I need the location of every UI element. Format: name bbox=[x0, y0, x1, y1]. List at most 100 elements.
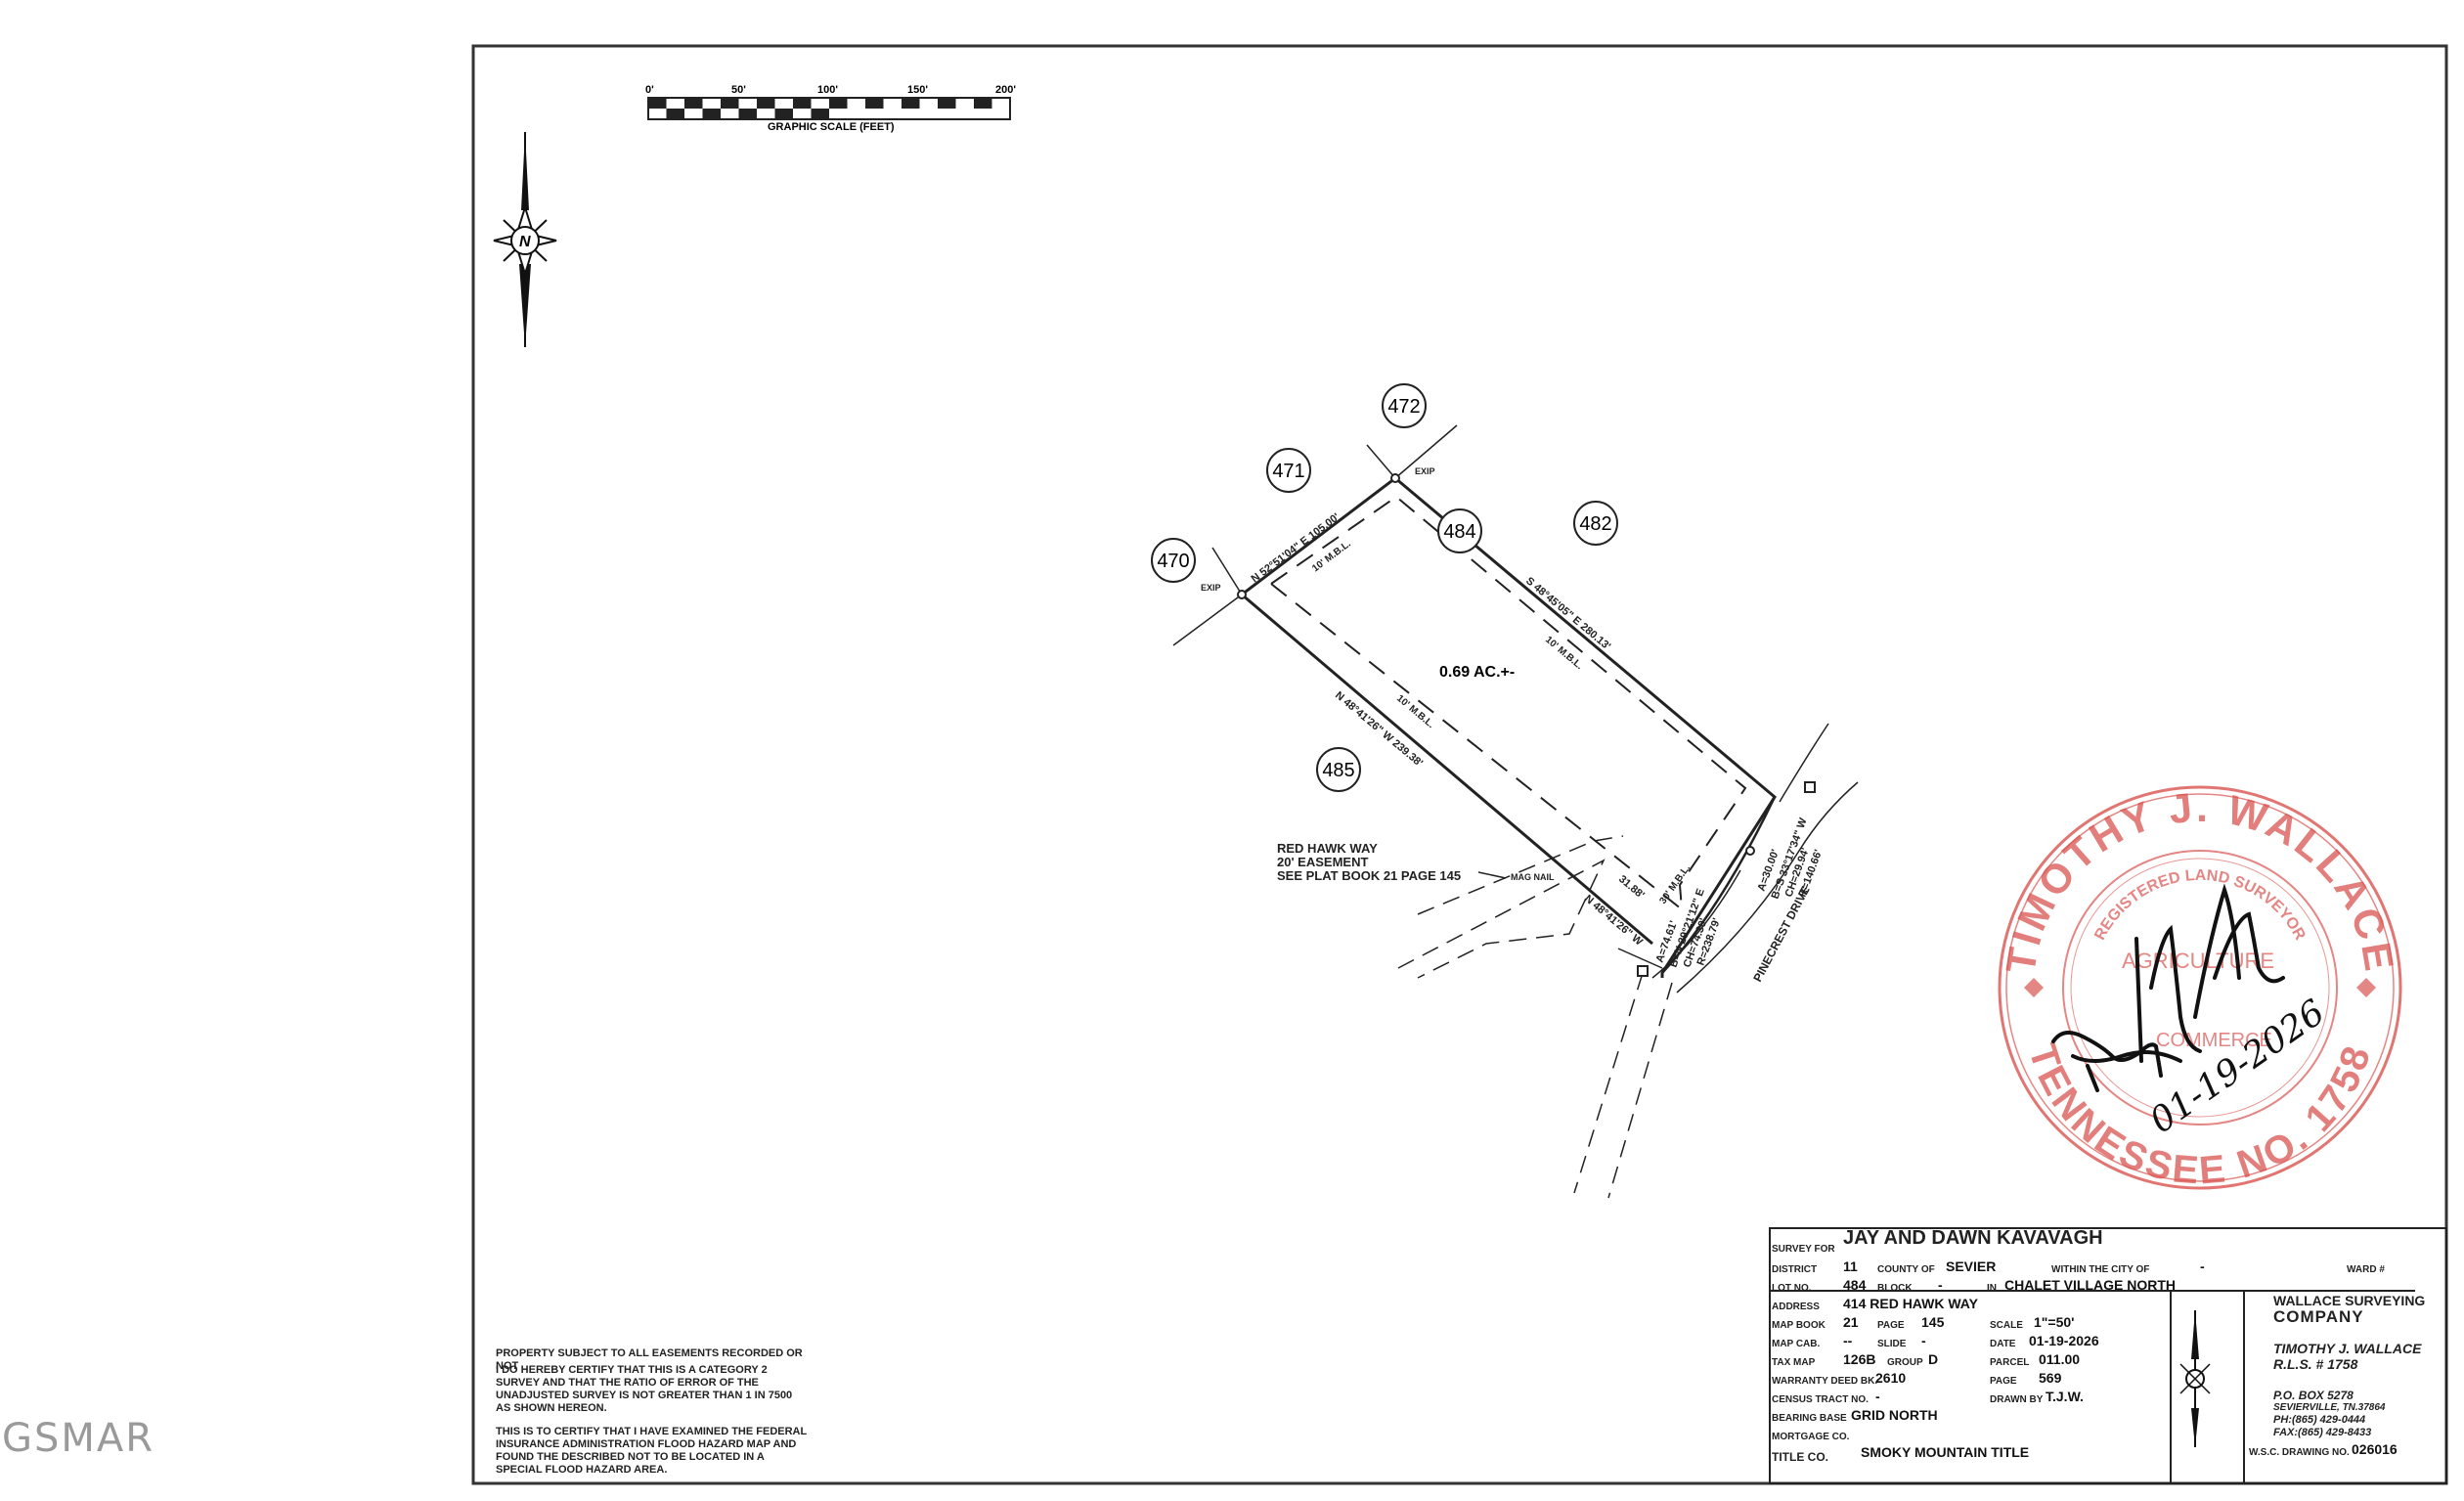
lot-471: 471 bbox=[1272, 461, 1304, 482]
date-label: DATE bbox=[1990, 1339, 2016, 1349]
mag-nail-label: MAG NAIL bbox=[1511, 872, 1555, 882]
title-co-value: SMOKY MOUNTAIN TITLE bbox=[1861, 1444, 2030, 1460]
scale-caption: GRAPHIC SCALE (FEET) bbox=[768, 121, 895, 133]
group-value: D bbox=[1928, 1351, 1939, 1367]
exp-label-2: EXIP bbox=[1415, 466, 1435, 476]
slide-label: SLIDE bbox=[1877, 1339, 1907, 1349]
easement-line-1: RED HAWK WAY bbox=[1277, 841, 1378, 856]
title-block-frame bbox=[1769, 1227, 2447, 1484]
bearing-label: BEARING BASE bbox=[1772, 1413, 1847, 1424]
census-value: - bbox=[1875, 1389, 1880, 1404]
note-easements: PROPERTY SUBJECT TO ALL EASEMENTS RECORD… bbox=[496, 1347, 803, 1372]
company-name-1: WALLACE SURVEYING bbox=[2273, 1293, 2426, 1308]
mbl-east: 10' M.B.L. bbox=[1543, 635, 1585, 672]
company-phone: PH:(865) 429-0444 bbox=[2273, 1414, 2366, 1426]
scale-check bbox=[829, 98, 848, 109]
subdivision-value: CHALET VILLAGE NORTH bbox=[2004, 1277, 2176, 1293]
title-north-arrow-icon bbox=[2179, 1310, 2211, 1447]
parcel-boundary bbox=[1172, 424, 1859, 1199]
scale-check bbox=[757, 98, 775, 109]
scale-check bbox=[721, 98, 739, 109]
watermark-logo: GSMAR bbox=[2, 1416, 155, 1461]
lot-area: 0.69 AC.+- bbox=[1439, 664, 1515, 681]
address-label: ADDRESS bbox=[1772, 1302, 1820, 1312]
company-rls: R.L.S. # 1758 bbox=[2273, 1356, 2358, 1372]
scale-check bbox=[648, 98, 667, 109]
scale-tick-150: 150' bbox=[907, 84, 928, 96]
survey-for-label: SURVEY FOR bbox=[1772, 1244, 1835, 1255]
seal-inner-text: REGISTERED LAND SURVEYOR bbox=[2091, 867, 2309, 944]
svg-text:REGISTERED LAND SURVEYOR: REGISTERED LAND SURVEYOR bbox=[2091, 867, 2309, 944]
city-value: - bbox=[2200, 1258, 2205, 1274]
parcel-value: 011.00 bbox=[2039, 1351, 2081, 1367]
ward-label: WARD # bbox=[2347, 1264, 2385, 1275]
lot-482: 482 bbox=[1579, 513, 1611, 535]
company-city: SEVIERVILLE, TN.37864 bbox=[2273, 1402, 2386, 1413]
lot-472: 472 bbox=[1387, 396, 1420, 418]
company-po: P.O. BOX 5278 bbox=[2273, 1389, 2354, 1402]
surveyor-signature bbox=[2051, 883, 2285, 1092]
district-value: 11 bbox=[1843, 1258, 1858, 1274]
wd-page-label: PAGE bbox=[1990, 1376, 2017, 1387]
address-value: 414 RED HAWK WAY bbox=[1843, 1296, 1978, 1311]
scale-check bbox=[774, 109, 793, 119]
note-category: I DO HEREBY CERTIFY THAT THIS IS A CATEG… bbox=[496, 1364, 793, 1414]
group-label: GROUP bbox=[1887, 1357, 1923, 1368]
easement-line-3: SEE PLAT BOOK 21 PAGE 145 bbox=[1277, 868, 1461, 883]
scale-tick-50: 50' bbox=[731, 84, 746, 96]
map-book-value: 21 bbox=[1843, 1314, 1859, 1330]
north-letter: N bbox=[519, 234, 531, 250]
easement-line-2: 20' EASEMENT bbox=[1277, 855, 1368, 869]
company-surveyor: TIMOTHY J. WALLACE bbox=[2273, 1341, 2422, 1356]
exp-label-1: EXIP bbox=[1201, 583, 1221, 593]
mbl-south: 30' M.B.L. bbox=[1657, 862, 1693, 905]
warranty-label: WARRANTY DEED BK. bbox=[1772, 1376, 1878, 1387]
lot-value: 484 bbox=[1843, 1277, 1867, 1293]
scale-check bbox=[902, 98, 920, 109]
tax-map-label: TAX MAP bbox=[1772, 1357, 1816, 1368]
scale-check bbox=[666, 109, 684, 119]
lot-485: 485 bbox=[1322, 760, 1354, 781]
in-label: IN bbox=[1987, 1283, 1997, 1294]
block-label: BLOCK bbox=[1877, 1283, 1913, 1294]
map-cab-value: -- bbox=[1843, 1333, 1853, 1348]
scale-check bbox=[684, 98, 703, 109]
company-name-2: COMPANY bbox=[2273, 1307, 2364, 1326]
road-pinecrest: PINECREST DRIVE bbox=[1750, 884, 1812, 985]
parcel-label: PARCEL bbox=[1990, 1357, 2030, 1368]
tax-map-value: 126B bbox=[1843, 1351, 1876, 1367]
scale-check bbox=[702, 109, 721, 119]
scale-check bbox=[865, 98, 884, 109]
page-label: PAGE bbox=[1877, 1320, 1905, 1331]
bearing-value: GRID NORTH bbox=[1851, 1407, 1938, 1423]
scale-check bbox=[793, 98, 812, 109]
survey-for-value: JAY AND DAWN KAVAVAGH bbox=[1843, 1227, 2103, 1249]
drawing-label: W.S.C. DRAWING NO. bbox=[2249, 1447, 2350, 1458]
drawing-value: 026016 bbox=[2352, 1441, 2398, 1457]
lot-label: LOT NO. bbox=[1772, 1283, 1812, 1294]
scale-tick-0: 0' bbox=[645, 84, 654, 96]
drawn-label: DRAWN BY bbox=[1990, 1394, 2044, 1405]
scale-label: SCALE bbox=[1990, 1320, 2023, 1331]
slide-value: - bbox=[1921, 1333, 1926, 1348]
scale-tick-100: 100' bbox=[817, 84, 838, 96]
map-cab-label: MAP CAB. bbox=[1772, 1339, 1821, 1349]
north-arrow-icon: N bbox=[493, 132, 557, 347]
page-value: 145 bbox=[1921, 1314, 1945, 1330]
mbl-west: 10' M.B.L. bbox=[1394, 693, 1436, 730]
county-label: COUNTY OF bbox=[1877, 1264, 1935, 1275]
note-flood: THIS IS TO CERTIFY THAT I HAVE EXAMINED … bbox=[496, 1426, 808, 1476]
block-value: - bbox=[1938, 1277, 1943, 1293]
scale-check bbox=[974, 98, 992, 109]
mortgage-label: MORTGAGE CO. bbox=[1772, 1432, 1850, 1442]
scale-value: 1"=50' bbox=[2034, 1314, 2075, 1330]
scale-check bbox=[738, 109, 757, 119]
company-fax: FAX:(865) 429-8433 bbox=[2273, 1427, 2372, 1438]
city-label: WITHIN THE CITY OF bbox=[2051, 1264, 2150, 1275]
seal-agriculture: AGRICULTURE bbox=[2122, 949, 2274, 973]
bearing-north-line: N 52°51'04" E 105.00' bbox=[1250, 511, 1342, 586]
wd-page-value: 569 bbox=[2039, 1370, 2062, 1386]
mbl-north: 10' M.B.L. bbox=[1310, 539, 1353, 575]
lot-numbers: 484 470 471 472 482 485 bbox=[1151, 383, 1618, 792]
